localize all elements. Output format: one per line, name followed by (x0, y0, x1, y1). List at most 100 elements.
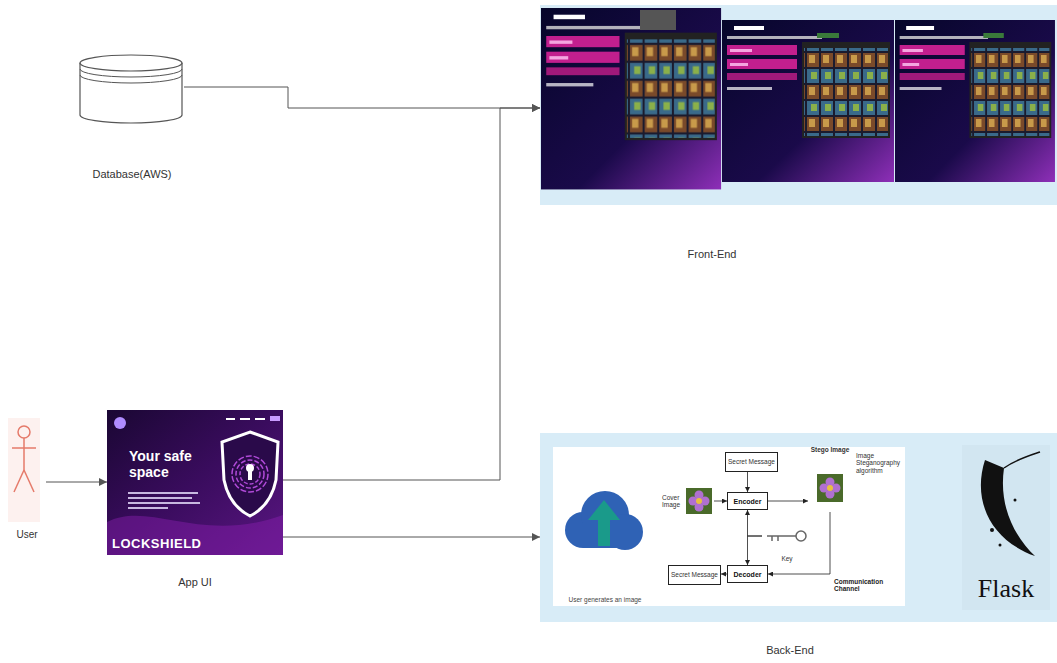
connector-arrow (46, 482, 107, 483)
flask-logo-art (1014, 499, 1017, 502)
app-ui-screen: Your safe spaceLOCKSHIELDApp UI (107, 410, 283, 555)
app-screenshot (128, 507, 168, 509)
cover-flower-image (686, 488, 712, 514)
app-screenshot (240, 464, 260, 484)
node-text: Your safe space (129, 448, 209, 480)
user-figure (8, 418, 40, 522)
app-screenshot (114, 417, 126, 429)
flask-logo-art (990, 528, 994, 532)
stego-flower-image (817, 474, 843, 502)
flask-logo-art (981, 460, 1035, 556)
cover-flower-image (696, 498, 702, 504)
user-figure (18, 426, 30, 438)
flask-logo-art (962, 445, 1050, 610)
node-text: Front-End (688, 248, 737, 260)
upload-cloud-icon (565, 491, 643, 550)
node-text: User generates an image (569, 596, 642, 603)
user-figure (12, 447, 36, 449)
process-box: Secret Message (668, 565, 721, 585)
process-box: Secret Message (725, 452, 778, 472)
panel-background (553, 447, 905, 606)
node-text: Stego Image (811, 446, 850, 453)
app-screenshot (248, 470, 252, 480)
node-text: Flask (978, 574, 1034, 604)
user-figure (8, 418, 40, 522)
node-text: User (16, 529, 37, 540)
connector-arrow (747, 472, 748, 492)
panel-background (540, 5, 1057, 205)
flask-logo-art (962, 445, 1050, 610)
front-end-screenshot (640, 10, 676, 30)
connector-arrow (768, 501, 808, 502)
app-screenshot (107, 515, 283, 555)
node-text: Database(AWS) (92, 168, 171, 180)
app-screenshot (107, 410, 283, 555)
node-text: Secret Message (728, 458, 775, 465)
process-box: Decoder (727, 565, 768, 583)
edge-label: Communication Channel (834, 578, 886, 593)
key-symbol: Key (762, 526, 812, 562)
process-box: Encoder (727, 492, 768, 510)
back-end-panel: Back-EndUser generates an imageSecret Me… (540, 433, 1057, 622)
user-actor: User (8, 418, 46, 540)
cover-image: Cover Image (662, 483, 714, 519)
key-icon (767, 531, 806, 541)
node-text: Encoder (733, 498, 761, 505)
flask-logo: Flask (962, 445, 1050, 610)
front-end-screenshot (541, 8, 1055, 189)
connector-arrow (283, 108, 540, 480)
node-text: App UI (178, 576, 212, 588)
annotation-label: Image Steganography algorithm (856, 452, 904, 474)
node-text: Back-End (766, 644, 814, 656)
app-screenshot (232, 456, 268, 492)
connector-arrow (283, 537, 540, 538)
app-screenshot (128, 502, 200, 504)
user-figure (24, 470, 34, 492)
connector-arrow (184, 87, 540, 108)
database-cylinder (80, 69, 182, 77)
node-text: Cover Image (662, 494, 684, 508)
connector-arrow (768, 512, 830, 574)
stego-flower-image (817, 474, 843, 502)
database-cylinder (80, 55, 182, 71)
app-screenshot (128, 492, 198, 494)
node-text: Secret Message (671, 571, 718, 578)
stego-flower-image (827, 485, 833, 491)
flask-logo-art (1004, 452, 1040, 468)
front-end-screenshot (895, 20, 1055, 182)
stego-image: Stego Image (808, 446, 852, 512)
connector-arrow (748, 510, 763, 536)
app-screenshot (128, 497, 192, 499)
node-text: Key (781, 555, 792, 562)
front-end-screenshot (541, 8, 721, 189)
database-cylinder (80, 75, 182, 83)
app-screenshot (107, 410, 283, 555)
database-cylinder (80, 63, 182, 123)
node-text: Decoder (733, 571, 761, 578)
app-screenshot (270, 416, 280, 421)
app-screenshot (236, 460, 264, 488)
database-node: Database(AWS) (80, 52, 184, 180)
front-end-screenshot (722, 20, 894, 182)
user-figure (23, 438, 25, 470)
user-figure (14, 470, 24, 492)
app-screenshot (226, 418, 235, 420)
upload-cloud-icon (588, 500, 620, 546)
app-screenshot (255, 418, 265, 420)
cover-flower-image (686, 488, 712, 514)
front-end-panel: Front-End (540, 5, 1057, 205)
app-screenshot (222, 432, 278, 516)
key-icon (796, 531, 806, 541)
key-icon (771, 536, 773, 541)
connector-arrow (748, 536, 763, 565)
panel-background (540, 433, 1057, 622)
node-text: LOCKSHIELD (112, 536, 202, 551)
flask-logo-art (999, 544, 1002, 547)
app-screenshot (240, 418, 250, 420)
upload-step: User generates an image (555, 473, 655, 603)
panel-background (540, 5, 1057, 622)
database-cylinder (80, 55, 182, 123)
key-icon (777, 536, 779, 541)
